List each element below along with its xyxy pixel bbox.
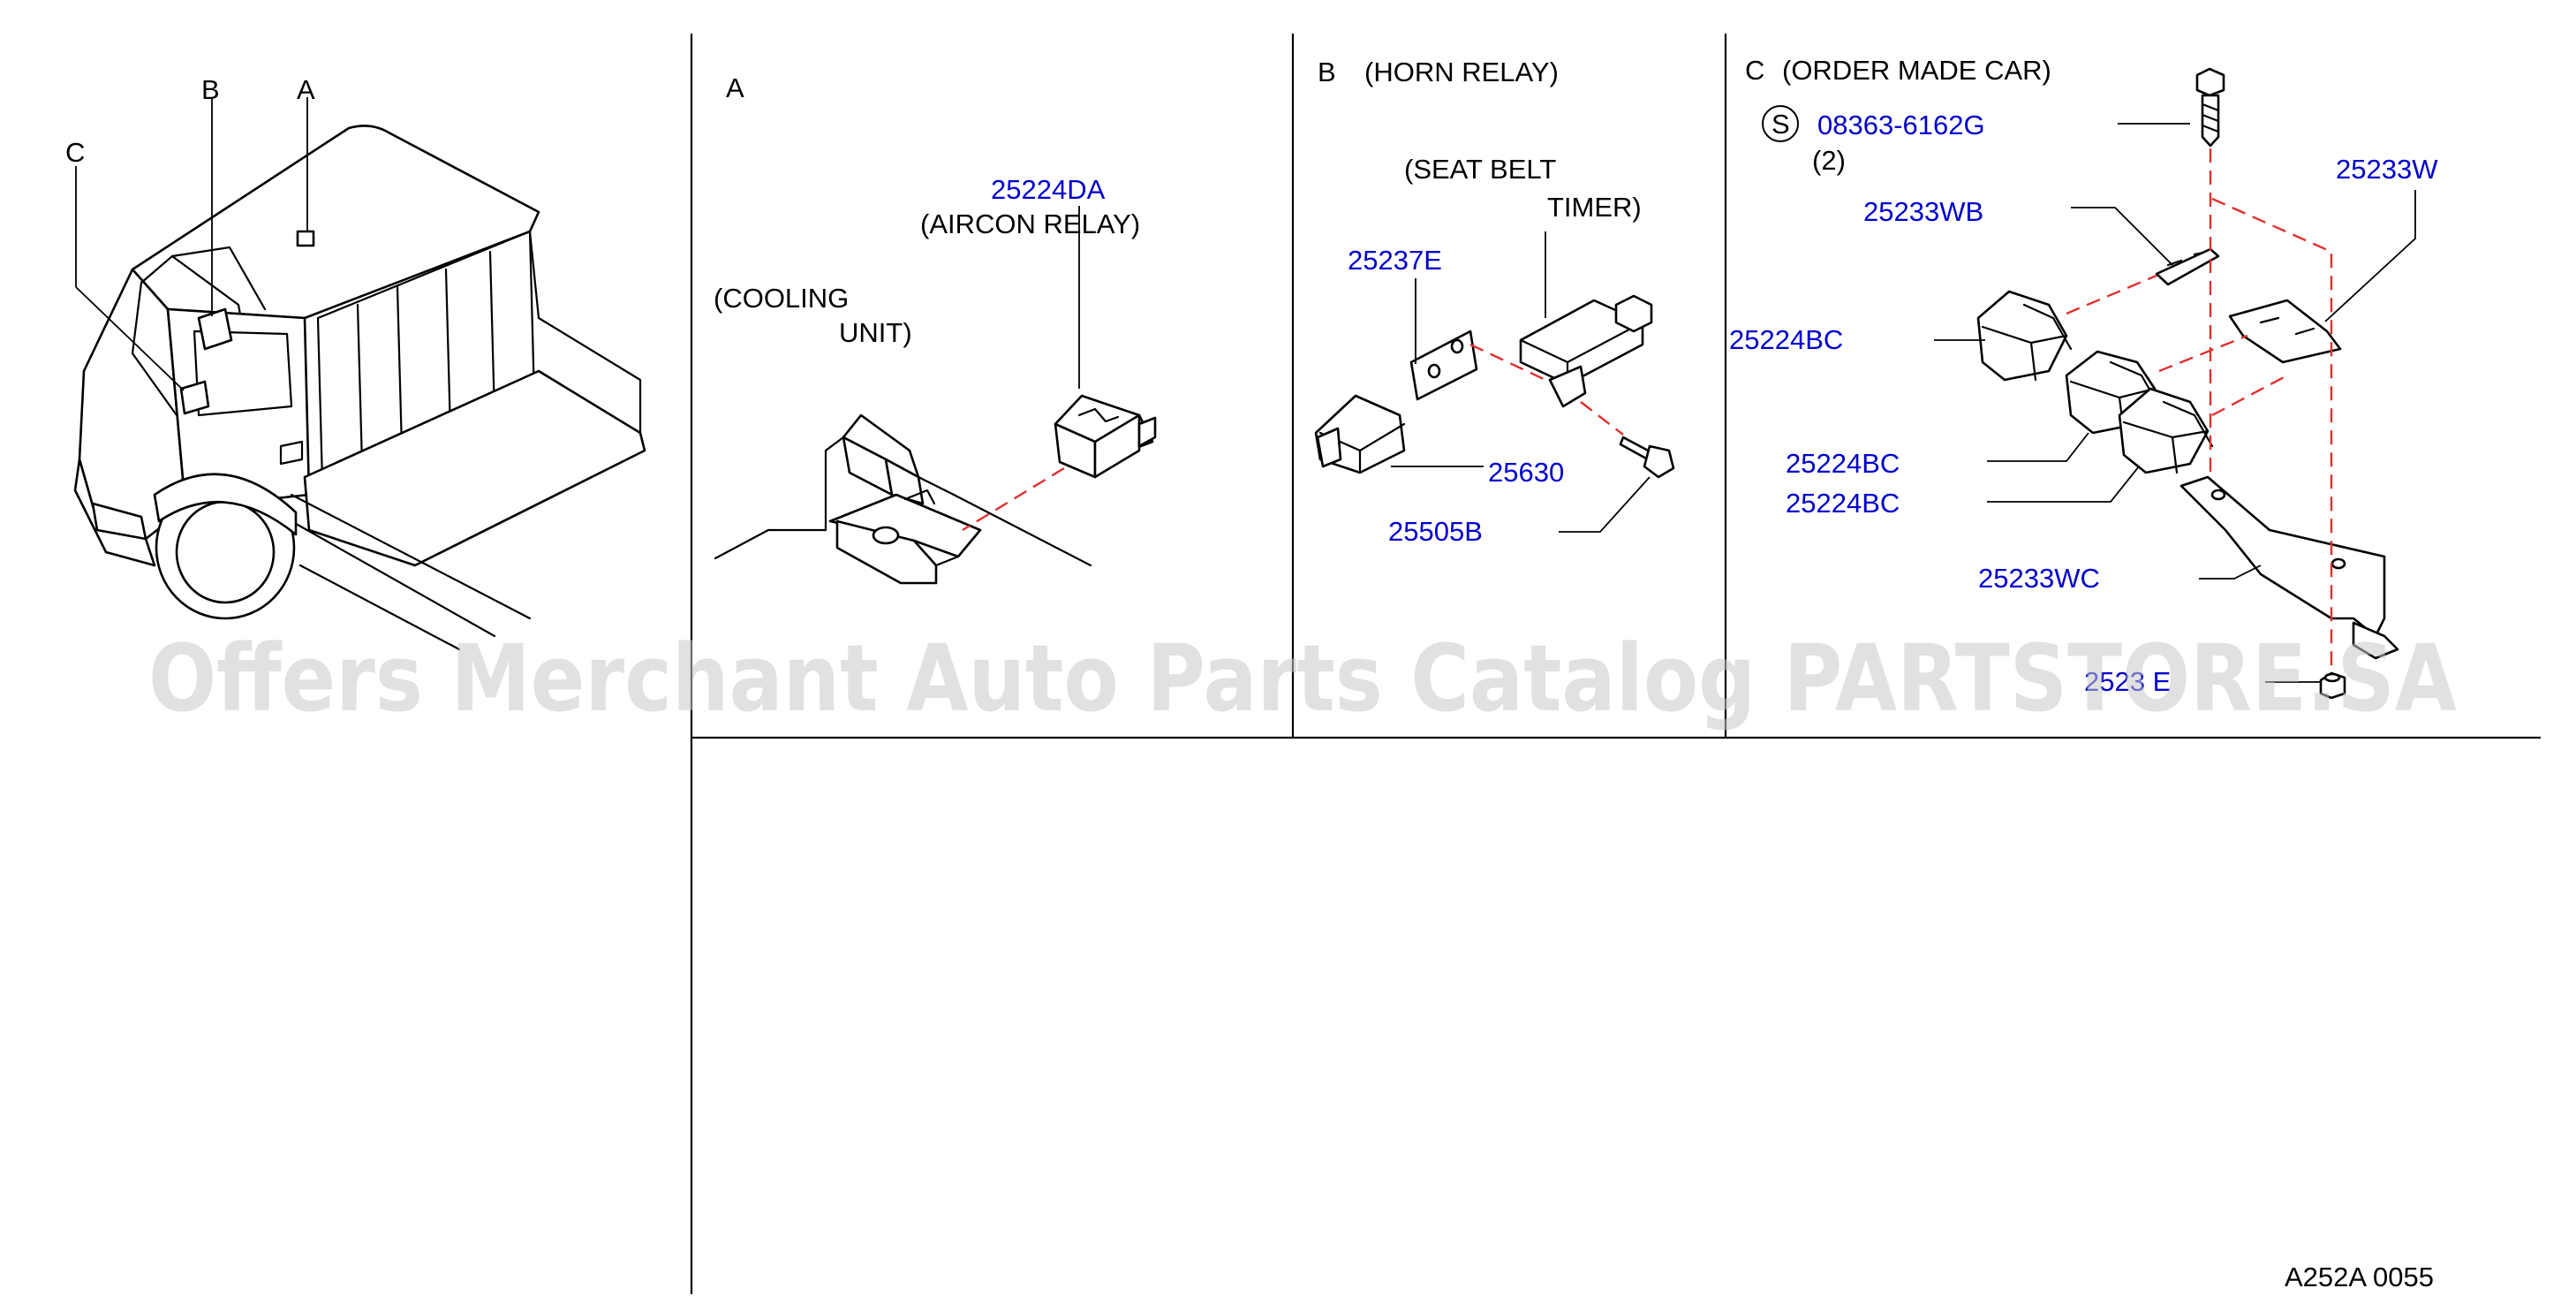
- bracket-25233W[interactable]: [2228, 299, 2342, 364]
- truck-overview-illustration: [73, 125, 646, 651]
- watermark-text: Offers Merchant Auto Parts Catalog PARTS…: [148, 625, 2457, 732]
- assembly-dash-a: [962, 466, 1065, 532]
- bracket-25237E[interactable]: [1409, 330, 1478, 401]
- order-made-car-label: (ORDER MADE CAR): [1782, 55, 2051, 86]
- seat-belt-timer-label-line2: TIMER): [1547, 192, 1642, 223]
- seat-belt-timer-illustration: [1519, 294, 1653, 408]
- bracket-25233WB[interactable]: [2155, 247, 2220, 286]
- relay-25224BC-first[interactable]: [1976, 290, 2073, 382]
- panel-dividers: [690, 34, 2541, 1294]
- nut[interactable]: [2319, 671, 2346, 700]
- part-number-25233WC[interactable]: 25233WC: [1978, 563, 2100, 594]
- part-number-25630[interactable]: 25630: [1488, 457, 1564, 488]
- section-c-letter: C: [1745, 55, 1764, 86]
- section-a-letter: A: [726, 72, 744, 103]
- screw-25505B[interactable]: [1619, 436, 1675, 479]
- callout-c-label: C: [65, 137, 85, 168]
- part-number-08363-6162G[interactable]: 08363-6162G: [1817, 110, 1985, 140]
- cooling-unit-illustration: [714, 413, 1092, 585]
- bolt-08363-6162G[interactable]: [2195, 67, 2225, 148]
- bolt-quantity: (2): [1812, 145, 1846, 176]
- aircon-relay-25224DA[interactable]: [1054, 394, 1157, 479]
- part-number-partial-nut[interactable]: 2523 E: [2084, 666, 2171, 697]
- relay-25224BC-third[interactable]: [2118, 387, 2214, 474]
- bracket-25233WC[interactable]: [2179, 475, 2399, 660]
- section-c-assembly-dashes: [2066, 148, 2333, 671]
- section-b-assembly-dashes: [1469, 343, 1624, 436]
- cooling-unit-label-line1: (COOLING: [714, 283, 849, 314]
- callout-b-label: B: [201, 74, 220, 105]
- callout-a-label: A: [297, 74, 315, 105]
- part-number-25505B[interactable]: 25505B: [1388, 516, 1483, 547]
- standard-part-s-symbol: [1762, 105, 1799, 142]
- section-b-letter: B: [1318, 57, 1336, 87]
- overview-leaders: [75, 97, 308, 391]
- horn-relay-25630[interactable]: [1314, 394, 1406, 474]
- standard-part-s-letter: S: [1771, 109, 1790, 140]
- part-number-25224BC-second[interactable]: 25224BC: [1786, 448, 1900, 479]
- section-b-leaders: [1391, 231, 1651, 533]
- section-c-leaders: [1934, 123, 2416, 683]
- part-number-25233WB[interactable]: 25233WB: [1863, 196, 1983, 227]
- part-number-25233W[interactable]: 25233W: [2336, 154, 2438, 185]
- aircon-relay-label: (AIRCON RELAY): [920, 208, 1140, 239]
- seat-belt-timer-label-line1: (SEAT BELT: [1404, 154, 1556, 185]
- part-number-25224DA[interactable]: 25224DA: [991, 174, 1106, 205]
- part-number-25224BC-third[interactable]: 25224BC: [1786, 488, 1900, 519]
- part-number-25237E[interactable]: 25237E: [1348, 245, 1442, 276]
- cooling-unit-label-line2: UNIT): [839, 317, 912, 348]
- part-number-25224BC-first[interactable]: 25224BC: [1729, 324, 1843, 355]
- diagram-code: A252A 0055: [2285, 1262, 2434, 1292]
- horn-relay-label: (HORN RELAY): [1364, 57, 1559, 87]
